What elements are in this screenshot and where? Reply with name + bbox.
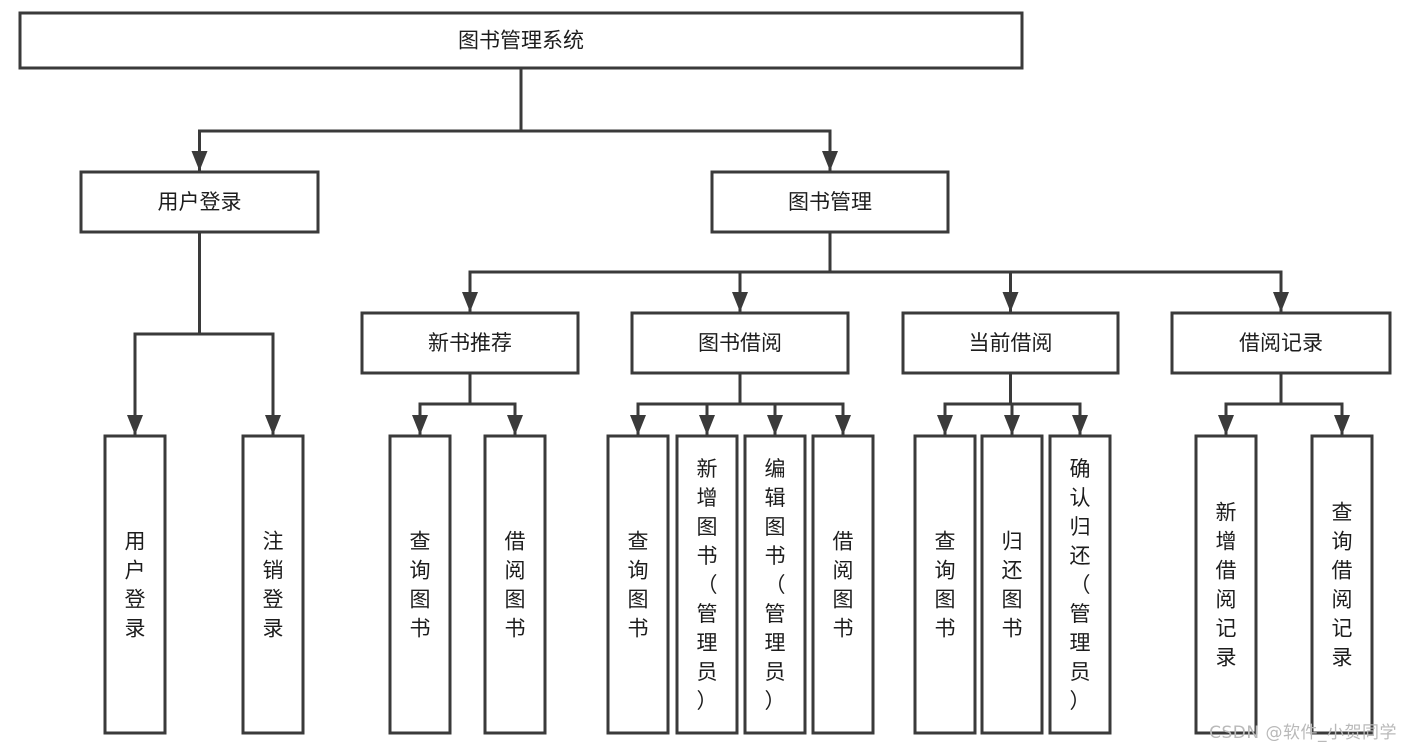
node-label-book-manage: 图书管理 bbox=[788, 190, 872, 214]
node-label-user-login: 用户登录 bbox=[158, 190, 242, 214]
arrow-head-icon bbox=[767, 415, 783, 435]
node-user-login[interactable]: 用户登录 bbox=[79, 170, 320, 234]
node-bb-edit-book[interactable]: 编辑图书（管理员） bbox=[743, 434, 807, 735]
node-nbr-query-book[interactable]: 查询图书 bbox=[388, 434, 452, 735]
arrow-head-icon bbox=[507, 415, 523, 435]
arrow-head-icon bbox=[822, 151, 838, 171]
node-box-new-book-recommend[interactable] bbox=[360, 311, 580, 375]
node-label-nbr-borrow-book: 借阅图书 bbox=[505, 530, 526, 641]
arrow-head-icon bbox=[630, 415, 646, 435]
arrow-head-icon bbox=[1273, 292, 1289, 312]
node-box-cb-query-book[interactable] bbox=[913, 434, 977, 735]
node-box-nbr-borrow-book[interactable] bbox=[483, 434, 547, 735]
node-bb-query-book[interactable]: 查询图书 bbox=[606, 434, 670, 735]
edges-layer bbox=[127, 66, 1350, 437]
node-box-borrow-record[interactable] bbox=[1170, 311, 1392, 375]
node-label-nbr-query-book: 查询图书 bbox=[410, 530, 431, 641]
node-current-borrow[interactable]: 当前借阅 bbox=[901, 311, 1120, 375]
node-label-bb-edit-book: 编辑图书（管理员） bbox=[765, 457, 786, 713]
node-book-borrow[interactable]: 图书借阅 bbox=[630, 311, 850, 375]
arrow-head-icon bbox=[835, 415, 851, 435]
arrow-head-icon bbox=[1002, 292, 1019, 312]
arrow-head-icon bbox=[412, 415, 428, 435]
node-label-bb-borrow-book: 借阅图书 bbox=[833, 530, 854, 641]
node-box-root[interactable] bbox=[18, 11, 1024, 70]
node-br-query-record[interactable]: 查询借阅记录 bbox=[1310, 434, 1374, 735]
node-nbr-borrow-book[interactable]: 借阅图书 bbox=[483, 434, 547, 735]
node-box-book-manage[interactable] bbox=[710, 170, 950, 234]
node-box-user-logout[interactable] bbox=[241, 434, 305, 735]
node-cb-return-book[interactable]: 归还图书 bbox=[980, 434, 1044, 735]
node-new-book-recommend[interactable]: 新书推荐 bbox=[360, 311, 580, 375]
node-label-cb-return-book: 归还图书 bbox=[1002, 530, 1023, 641]
node-box-book-borrow[interactable] bbox=[630, 311, 850, 375]
node-label-book-borrow: 图书借阅 bbox=[698, 331, 782, 355]
nodes-layer: 图书管理系统用户登录图书管理用户登录注销登录新书推荐图书借阅当前借阅借阅记录查询… bbox=[18, 11, 1392, 735]
arrow-head-icon bbox=[1334, 415, 1350, 435]
node-box-user-login-do[interactable] bbox=[103, 434, 167, 735]
node-box-bb-add-book[interactable] bbox=[675, 434, 739, 735]
arrow-head-icon bbox=[1218, 415, 1234, 435]
node-bb-borrow-book[interactable]: 借阅图书 bbox=[811, 434, 875, 735]
arrow-head-icon bbox=[265, 415, 281, 435]
node-box-cb-confirm-return[interactable] bbox=[1048, 434, 1112, 735]
node-borrow-record[interactable]: 借阅记录 bbox=[1170, 311, 1392, 375]
arrow-head-icon bbox=[699, 415, 715, 435]
node-cb-confirm-return[interactable]: 确认归还（管理员） bbox=[1048, 434, 1112, 735]
node-book-manage[interactable]: 图书管理 bbox=[710, 170, 950, 234]
node-user-logout[interactable]: 注销登录 bbox=[241, 434, 305, 735]
node-label-new-book-recommend: 新书推荐 bbox=[428, 331, 512, 355]
node-label-user-login-do: 用户登录 bbox=[125, 530, 146, 641]
node-label-br-add-record: 新增借阅记录 bbox=[1216, 501, 1237, 670]
arrow-head-icon bbox=[1004, 415, 1020, 435]
arrow-head-icon bbox=[732, 292, 748, 312]
node-bb-add-book[interactable]: 新增图书（管理员） bbox=[675, 434, 739, 735]
csdn-watermark: CSDN @软件_小贺同学 bbox=[1209, 723, 1397, 743]
node-box-br-query-record[interactable] bbox=[1310, 434, 1374, 735]
node-box-br-add-record[interactable] bbox=[1194, 434, 1258, 735]
arrow-head-icon bbox=[127, 415, 143, 435]
node-label-root: 图书管理系统 bbox=[458, 29, 584, 53]
node-box-nbr-query-book[interactable] bbox=[388, 434, 452, 735]
arrow-head-icon bbox=[191, 151, 208, 171]
node-label-current-borrow: 当前借阅 bbox=[969, 331, 1053, 355]
node-box-cb-return-book[interactable] bbox=[980, 434, 1044, 735]
node-label-cb-query-book: 查询图书 bbox=[935, 530, 956, 641]
node-root[interactable]: 图书管理系统 bbox=[18, 11, 1024, 70]
node-box-user-login[interactable] bbox=[79, 170, 320, 234]
node-label-user-logout: 注销登录 bbox=[263, 530, 284, 641]
node-br-add-record[interactable]: 新增借阅记录 bbox=[1194, 434, 1258, 735]
arrow-head-icon bbox=[462, 292, 478, 312]
node-box-bb-query-book[interactable] bbox=[606, 434, 670, 735]
node-box-current-borrow[interactable] bbox=[901, 311, 1120, 375]
node-label-bb-query-book: 查询图书 bbox=[628, 530, 649, 641]
node-user-login-do[interactable]: 用户登录 bbox=[103, 434, 167, 735]
arrow-head-icon bbox=[1072, 415, 1088, 435]
node-label-cb-confirm-return: 确认归还（管理员） bbox=[1070, 457, 1091, 713]
node-label-borrow-record: 借阅记录 bbox=[1239, 331, 1323, 355]
node-box-bb-edit-book[interactable] bbox=[743, 434, 807, 735]
node-label-bb-add-book: 新增图书（管理员） bbox=[697, 457, 718, 713]
arrow-head-icon bbox=[937, 415, 953, 435]
node-cb-query-book[interactable]: 查询图书 bbox=[913, 434, 977, 735]
node-label-br-query-record: 查询借阅记录 bbox=[1332, 501, 1353, 670]
node-box-bb-borrow-book[interactable] bbox=[811, 434, 875, 735]
